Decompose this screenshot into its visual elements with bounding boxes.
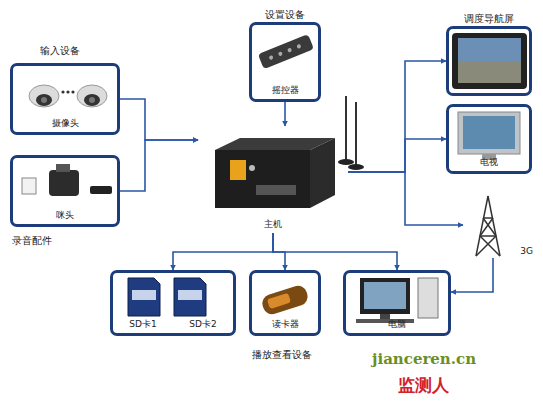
device-name: 读卡器 <box>272 318 299 331</box>
arrow-connector <box>451 258 493 292</box>
sd-card-icon <box>128 278 206 316</box>
device-name: 摄像头 <box>52 117 79 130</box>
arrow-connector <box>273 233 397 270</box>
tablet-box: 调度导航屏 <box>446 26 532 96</box>
watermark: jianceren.cn <box>372 350 476 368</box>
mic-icon <box>22 164 112 196</box>
sd-card-box: SD卡1 SD卡2 <box>110 270 236 336</box>
computer-icon <box>356 278 438 323</box>
group-label: 播放查看设备 <box>252 348 312 362</box>
group-heading: 设置设备 <box>232 8 338 22</box>
camera-icon <box>29 85 107 107</box>
text-row: 电脑 <box>346 318 448 331</box>
device-name: 咪头 <box>56 209 74 222</box>
text-row: 电视 <box>449 156 529 169</box>
card-reader-icon <box>260 283 310 316</box>
tower-icon <box>476 196 500 256</box>
remote-box: 设置设备摇控器 <box>249 22 321 102</box>
mic-box: 咪头 <box>10 155 120 227</box>
text-row: 摇控器 <box>252 84 318 97</box>
arrow-connector <box>348 172 463 225</box>
text-row: 咪头 <box>13 209 117 222</box>
dvr-icon <box>215 96 364 208</box>
device-name: 3G <box>520 246 533 256</box>
arrow-connector <box>348 61 446 172</box>
device-name: SD卡2 <box>189 318 216 331</box>
device-name: 电脑 <box>388 318 406 331</box>
host-unit: 主机 <box>198 118 348 233</box>
device-name: 电视 <box>480 156 498 169</box>
device-name: 主机 <box>264 218 282 231</box>
device-name: SD卡1 <box>129 318 156 331</box>
arrow-connector <box>284 102 286 126</box>
group-label: 录音配件 <box>12 234 52 248</box>
watermark: 监测人 <box>398 374 449 397</box>
arrow-connector <box>173 233 273 270</box>
group-heading: 调度导航屏 <box>429 12 543 26</box>
text-row: 3G <box>463 246 533 256</box>
group-label: 输入设备 <box>40 44 80 58</box>
text-row: 主机 <box>198 218 348 231</box>
card-reader-box: 读卡器 <box>249 270 321 336</box>
camera-box: 摄像头 <box>10 63 120 135</box>
device-name: 摇控器 <box>272 84 299 97</box>
text-row: 读卡器 <box>252 318 318 331</box>
tv-box: 电视 <box>446 104 532 174</box>
remote-icon <box>258 34 314 69</box>
tower-3g: 3G <box>463 192 533 258</box>
arrow-connector <box>120 140 198 191</box>
tv-icon <box>458 112 520 160</box>
arrow-connector <box>120 99 198 140</box>
text-row: 摄像头 <box>13 117 117 130</box>
arrow-connector <box>273 233 285 270</box>
computer-box: 电脑 <box>343 270 451 336</box>
arrow-connector <box>348 139 446 172</box>
text-row: SD卡1 SD卡2 <box>113 318 233 331</box>
tablet-icon <box>452 33 527 89</box>
